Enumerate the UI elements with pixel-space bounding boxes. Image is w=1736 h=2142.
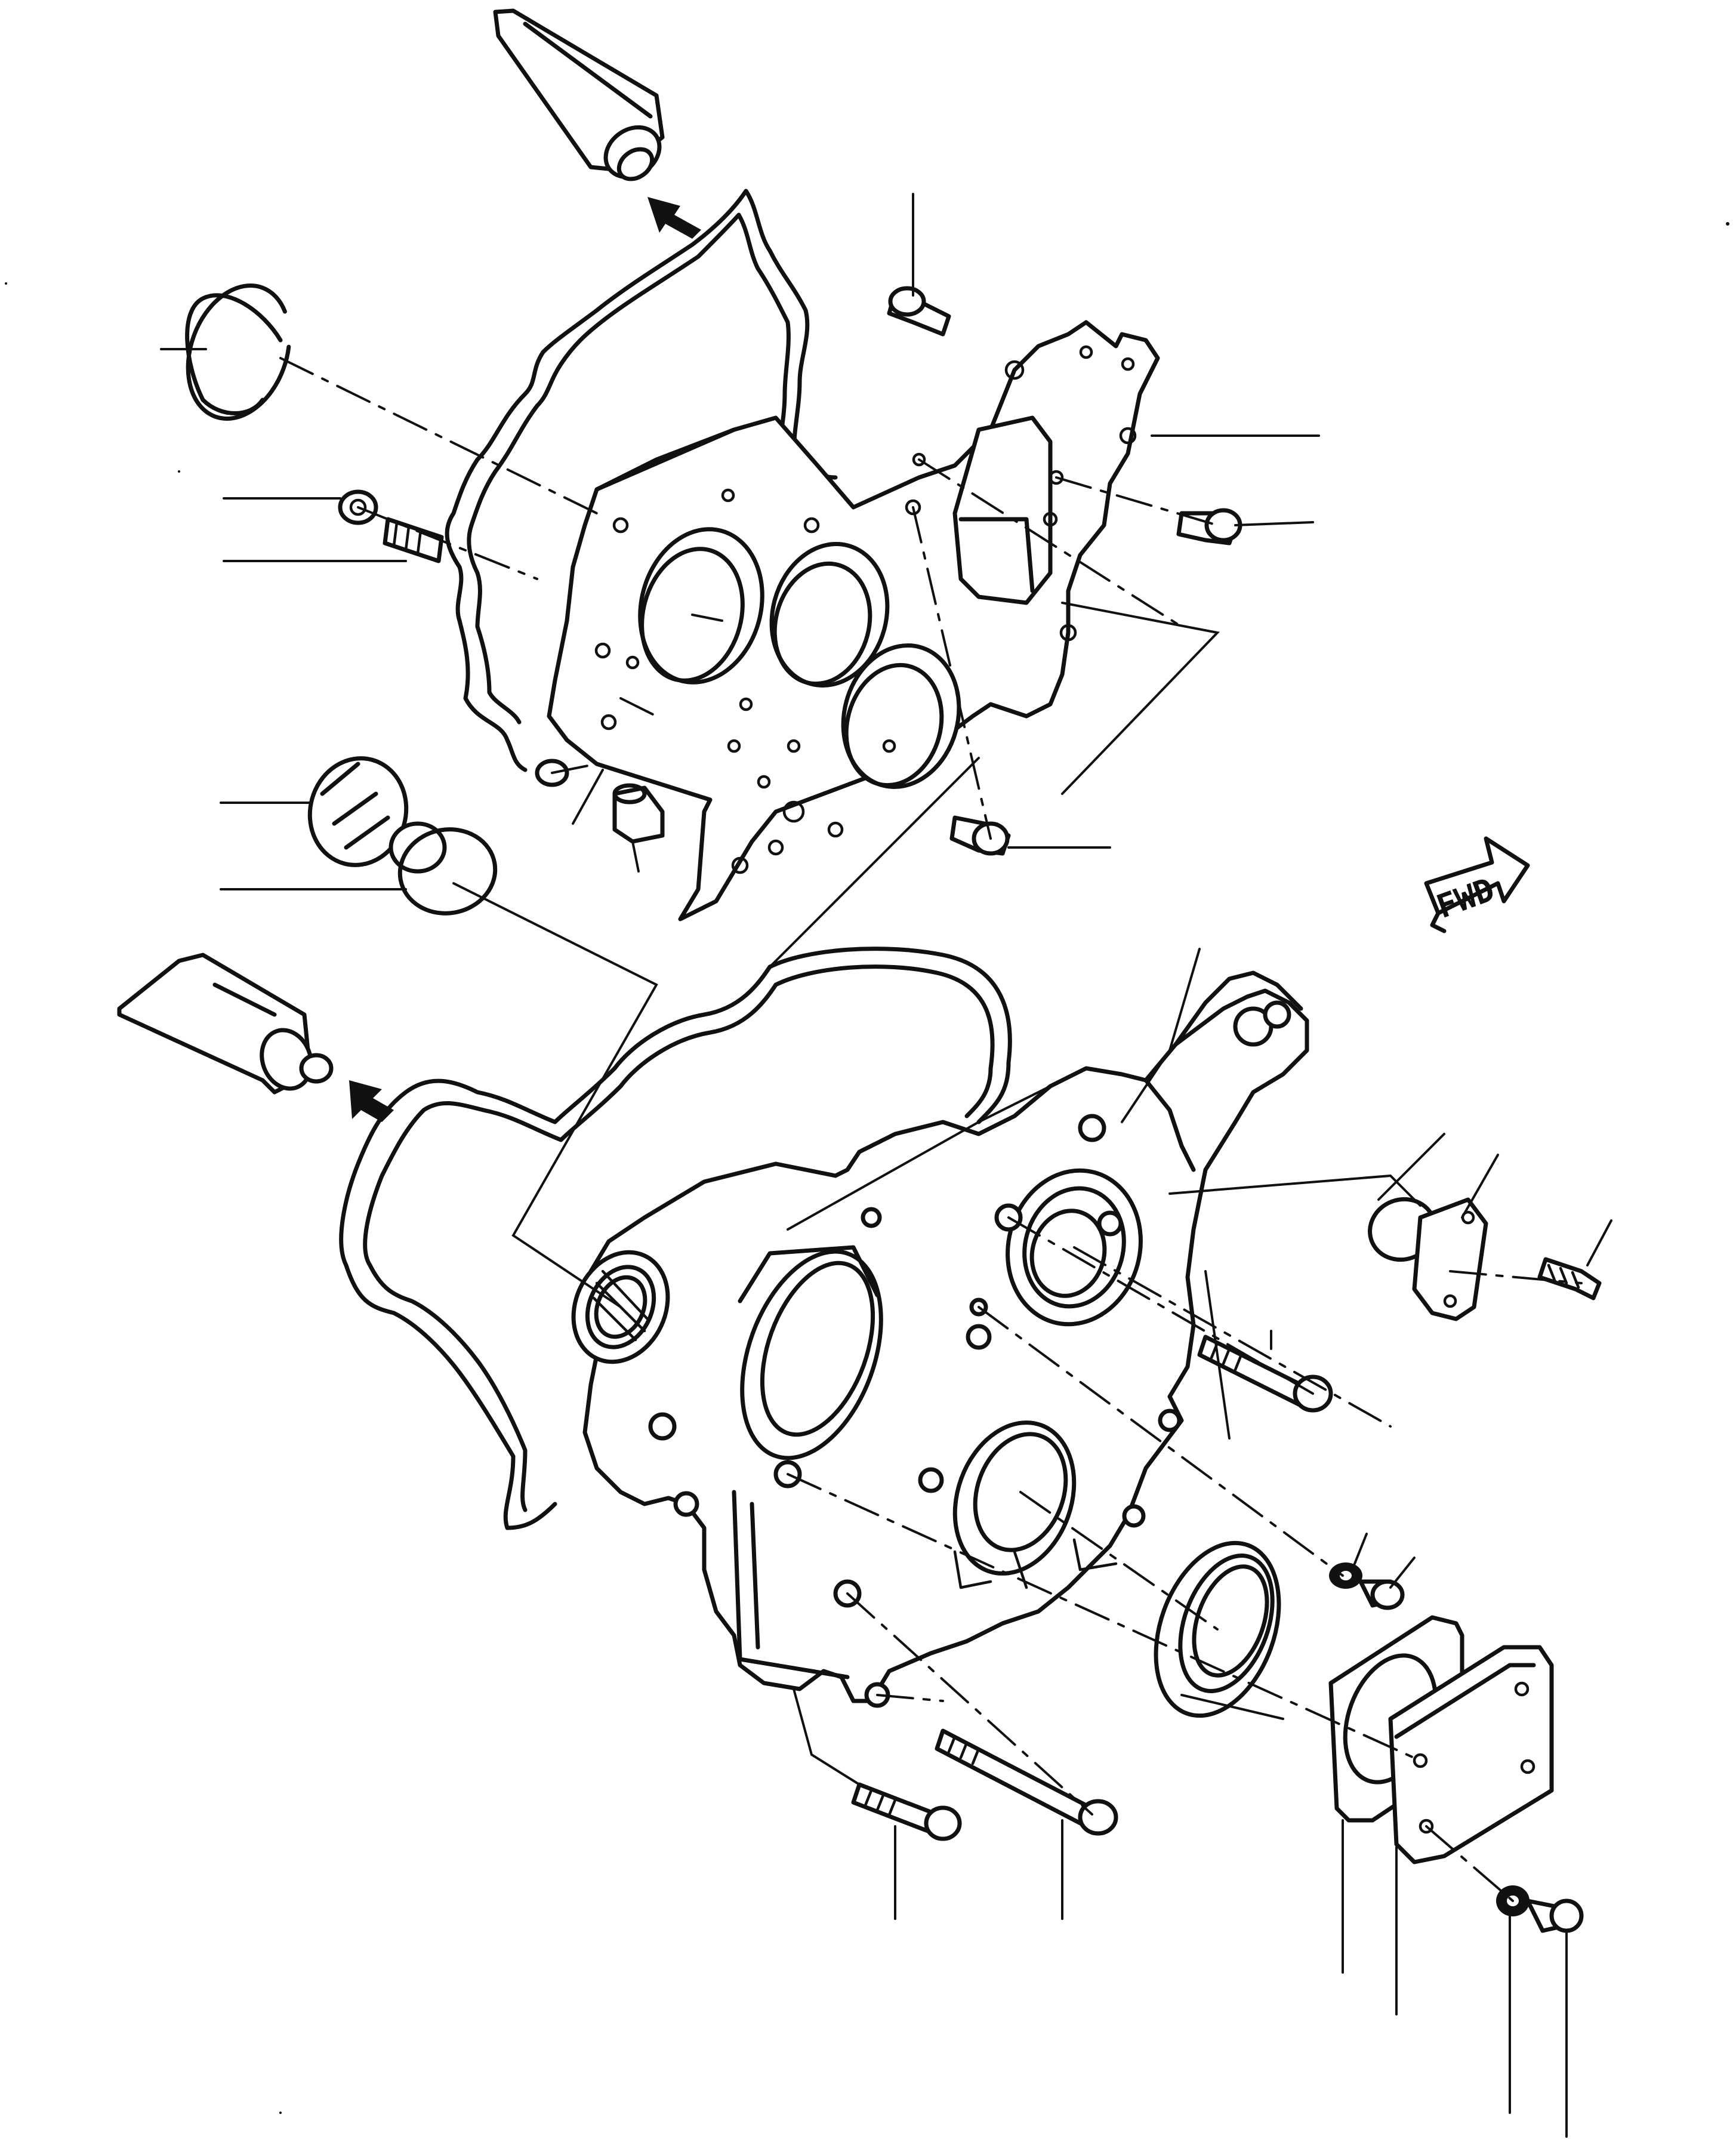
cover-plate-small	[1412, 1197, 1488, 1321]
oil-filler-cap	[307, 756, 447, 874]
bolt-right-top	[1176, 508, 1242, 545]
timing-case	[571, 970, 1309, 1708]
fwd-arrow-icon: FWD	[1424, 836, 1530, 933]
dowel-pin	[535, 759, 665, 844]
bolt-bottom-short	[851, 1782, 962, 1841]
print-specks	[5, 222, 1729, 2114]
timing-plate	[547, 320, 1160, 921]
bolt-right-middle	[1358, 1579, 1405, 1610]
leader-lines	[160, 193, 1612, 2138]
front-cover-plate	[1388, 1645, 1554, 1864]
bolt-bottom-long	[935, 1728, 1118, 1836]
bolt-top-center	[887, 286, 951, 337]
sealant-tube-left-icon	[117, 953, 334, 1095]
assembly-lines	[279, 357, 1583, 1902]
bolt-small-right	[1537, 1257, 1602, 1300]
arrow-icon-left	[349, 1080, 394, 1122]
o-ring-upper	[185, 283, 292, 421]
lower-gasket	[339, 947, 1012, 1530]
bolt-bottom-right	[1525, 1898, 1584, 1933]
washer-right-middle	[1329, 1562, 1362, 1589]
stud-and-nut-left	[338, 489, 444, 563]
arrow-icon-top	[647, 197, 701, 239]
connector-lines	[452, 602, 1422, 1786]
sealant-tube-top-icon	[493, 8, 665, 181]
bolt-mid-plate	[949, 815, 1011, 856]
o-ring-cap	[397, 827, 498, 916]
